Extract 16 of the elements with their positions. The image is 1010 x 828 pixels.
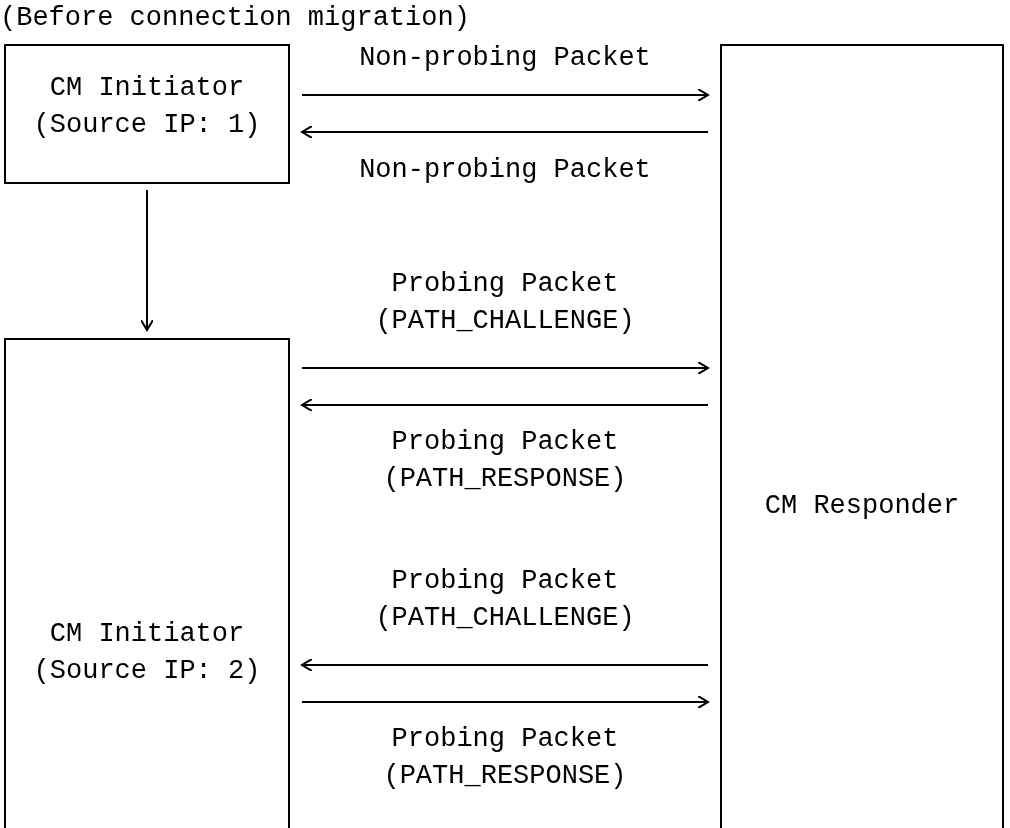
arrow — [301, 658, 709, 672]
arrow — [301, 361, 709, 375]
arrow — [301, 398, 709, 412]
arrow — [301, 125, 709, 139]
arrow — [301, 88, 709, 102]
entity-label: (Source IP: 1) — [33, 109, 261, 142]
arrow — [140, 189, 154, 331]
entity-box — [4, 44, 290, 184]
entity-label: CM Responder — [764, 490, 960, 523]
entity-label: CM Initiator — [49, 618, 245, 651]
entity-box — [720, 44, 1004, 828]
entity-box — [4, 338, 290, 828]
arrow — [301, 695, 709, 709]
diagram-title: (Before connection migration) — [0, 2, 470, 35]
entity-label: CM Initiator — [49, 72, 245, 105]
entity-label: (Source IP: 2) — [33, 655, 261, 688]
